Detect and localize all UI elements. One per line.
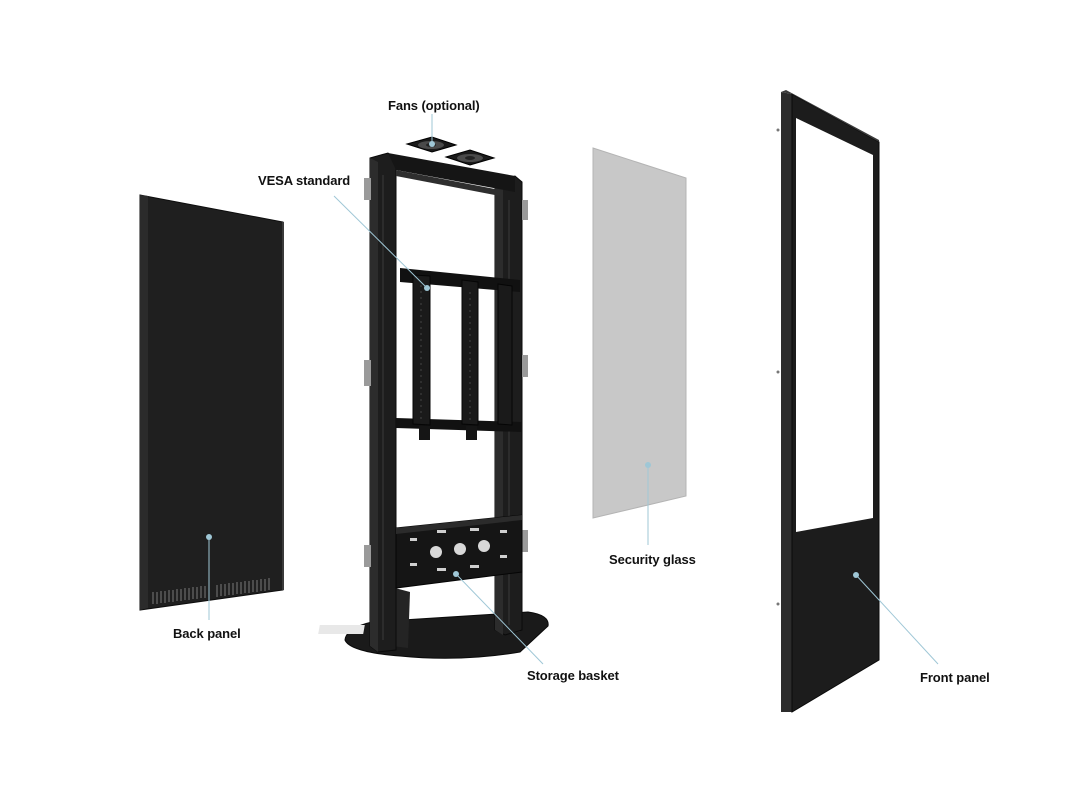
fan-unit-2 (444, 149, 496, 166)
leader-line-storage (455, 573, 544, 665)
front-panel (776, 90, 880, 713)
leader-dot-vesa (424, 285, 430, 291)
label-storage-basket: Storage basket (527, 668, 619, 683)
leader-line-vesa (333, 195, 428, 289)
label-front-panel: Front panel (920, 670, 990, 685)
back-panel-vents (152, 578, 270, 604)
security-glass (592, 147, 687, 519)
leader-dot-glass (645, 462, 651, 468)
leader-dot-storage (453, 571, 459, 577)
leader-lines (208, 114, 939, 665)
vesa-mount (396, 268, 522, 440)
leader-dot-back-panel (206, 534, 212, 540)
label-back-panel: Back panel (173, 626, 241, 641)
front-panel-screen-window (796, 118, 873, 532)
label-vesa-standard: VESA standard (258, 173, 351, 188)
label-fans: Fans (optional) (388, 98, 480, 113)
leader-dot-front (853, 572, 859, 578)
label-security-glass: Security glass (609, 552, 696, 567)
back-panel (139, 194, 284, 611)
leader-line-front (855, 574, 939, 665)
leader-dots (206, 141, 859, 578)
leader-dot-fans (429, 141, 435, 147)
storage-basket (395, 514, 523, 589)
